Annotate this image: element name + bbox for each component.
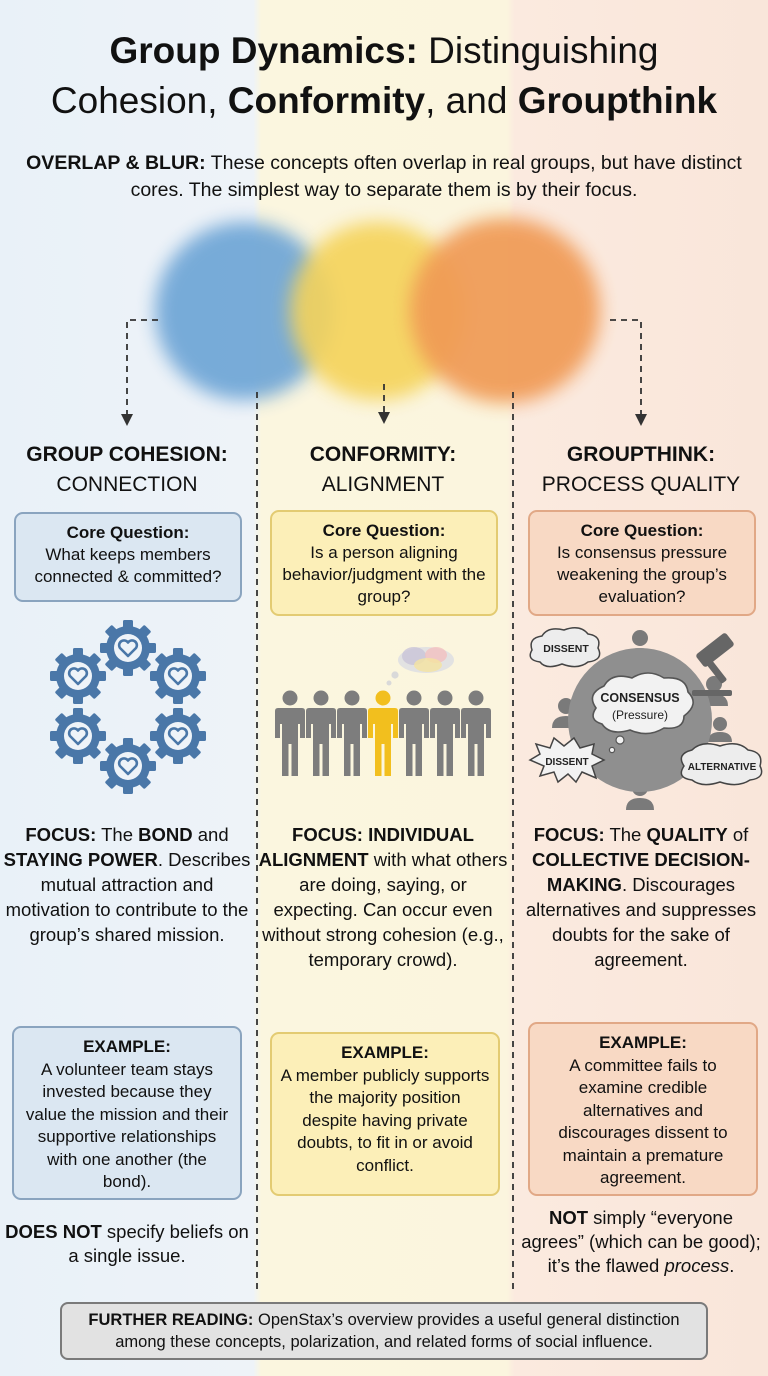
focus-text: FOCUS: The BOND and STAYING POWER. Descr… <box>2 822 252 947</box>
title-cohesion: Cohesion, <box>50 80 228 121</box>
example-label: EXAMPLE: <box>341 1043 429 1062</box>
gears-with-hearts-icon <box>48 620 208 796</box>
core-question-label: Core Question: <box>580 521 704 540</box>
heading-title: CONFORMITY: <box>309 443 457 466</box>
note-text-2: DOES NOT <box>5 1221 102 1242</box>
groupthink-blur-circle <box>410 218 600 403</box>
heading-title: GROUPTHINK: <box>566 443 716 466</box>
focus-text-19: . Discourages alternatives and suppresse… <box>525 874 757 970</box>
people-row-icon <box>275 647 491 776</box>
note-text: DOES NOT specify beliefs on a single iss… <box>2 1220 252 1268</box>
further-reading-label: FURTHER READING: <box>88 1311 254 1329</box>
focus-text-16: QUALITY <box>646 824 728 845</box>
heading-title: GROUP COHESION: <box>26 443 228 466</box>
title-bold: Group Dynamics: <box>109 30 418 71</box>
column-groupthink: GROUPTHINK: PROCESS QUALITY Core Questio… <box>516 440 766 1276</box>
dissent-burst-bottom: DISSENT <box>528 736 606 784</box>
note-text-4: NOT <box>548 1207 589 1228</box>
aligning-person-icon <box>368 690 398 776</box>
core-question-text: What keeps members connected & committed… <box>34 545 222 586</box>
focus-text-18: COLLECTIVE DECISION-MAKING <box>532 849 750 895</box>
example-label: EXAMPLE: <box>83 1037 171 1056</box>
example-label: EXAMPLE: <box>599 1033 687 1052</box>
core-question-box: Core Question: What keeps members connec… <box>14 512 242 602</box>
focus-text-4: BOND <box>138 824 193 845</box>
title-groupthink: Groupthink <box>517 80 718 121</box>
example-box: EXAMPLE: A member publicly supports the … <box>270 1032 500 1196</box>
dissent-label-2: DISSENT <box>545 757 588 768</box>
title-conformity: Conformity <box>227 80 426 121</box>
intro-text: OVERLAP & BLUR: These concepts often ove… <box>20 150 748 204</box>
note-text-5: simply “everyone agrees” (which can be g… <box>521 1207 761 1276</box>
consensus-cloud: CONSENSUS (Pressure) <box>591 672 694 754</box>
column-heading: GROUP COHESION: CONNECTION <box>2 440 252 500</box>
alternative-bubble: ALTERNATIVE <box>680 743 763 786</box>
gavel-icon <box>692 633 734 696</box>
column-conformity: CONFORMITY: ALIGNMENT Core Question: Is … <box>258 440 508 1196</box>
column-cohesion: GROUP COHESION: CONNECTION Core Question… <box>2 440 252 1266</box>
core-question-label: Core Question: <box>66 523 190 542</box>
note-text: NOT simply “everyone agrees” (which can … <box>516 1206 766 1278</box>
core-question-label: Core Question: <box>322 521 446 540</box>
focus-text-9: FOCUS: <box>292 824 363 845</box>
note-text-3: specify beliefs on a single issue. <box>68 1221 249 1266</box>
left-arrow-line <box>126 319 158 414</box>
example-box: EXAMPLE: A volunteer team stays invested… <box>12 1026 242 1200</box>
note-text-6: process <box>664 1255 730 1276</box>
further-reading-box: FURTHER READING: OpenStax’s overview pro… <box>60 1302 708 1360</box>
connector-lines <box>121 319 647 1290</box>
focus-text-12: with what others are doing, saying, or e… <box>262 849 508 970</box>
note-text-7: . <box>729 1255 735 1276</box>
example-text: A member publicly supports the majority … <box>280 1065 490 1175</box>
core-question-text: Is consensus pressure weakening the grou… <box>556 543 728 606</box>
example-box: EXAMPLE: A committee fails to examine cr… <box>528 1022 758 1196</box>
heading-subtitle: PROCESS QUALITY <box>541 473 741 496</box>
heading-subtitle: ALIGNMENT <box>321 473 445 496</box>
focus-text-7: . Describes mutual attraction and motiva… <box>5 849 251 945</box>
alternative-label: ALTERNATIVE <box>688 762 757 773</box>
page-title: Group Dynamics: Distinguishing Cohesion,… <box>0 26 768 126</box>
title-rest: Distinguishing <box>417 30 659 71</box>
focus-text-6: STAYING POWER <box>3 849 158 870</box>
core-question-box: Core Question: Is a person aligning beha… <box>270 510 498 616</box>
core-question-text: Is a person aligning behavior/judgment w… <box>282 543 486 606</box>
focus-text-17: of <box>727 824 749 845</box>
example-text: A committee fails to examine credible al… <box>558 1055 728 1188</box>
focus-text-3: The <box>96 824 139 845</box>
heading-subtitle: CONNECTION <box>56 473 198 496</box>
focus-text-15: The <box>604 824 647 845</box>
pressure-label: (Pressure) <box>612 708 668 722</box>
intro-lead: OVERLAP & BLUR: <box>26 152 206 174</box>
focus-text-11: INDIVIDUAL ALIGNMENT <box>258 824 474 870</box>
focus-text-14: FOCUS: <box>533 824 605 845</box>
dissent-label: DISSENT <box>543 643 589 655</box>
focus-text-5: and <box>192 824 229 845</box>
middle-arrowhead <box>378 412 390 424</box>
column-heading: GROUPTHINK: PROCESS QUALITY <box>516 440 766 500</box>
title-and: , and <box>425 80 518 121</box>
consensus-pressure-icon: CONSENSUS (Pressure) DISSENT DISSENT ALT… <box>528 627 763 810</box>
left-arrowhead <box>121 414 133 426</box>
thought-cloud-icon <box>386 647 454 686</box>
example-text: A volunteer team stays invested because … <box>25 1059 229 1192</box>
right-arrowhead <box>635 414 647 426</box>
dissent-bubble-top: DISSENT <box>529 627 601 668</box>
column-heading: CONFORMITY: ALIGNMENT <box>258 440 508 500</box>
right-arrow-line <box>610 319 642 414</box>
core-question-box: Core Question: Is consensus pressure wea… <box>528 510 756 616</box>
intro-body: These concepts often overlap in real gro… <box>130 152 742 201</box>
consensus-label: CONSENSUS <box>600 691 679 705</box>
focus-text: FOCUS: INDIVIDUAL ALIGNMENT with what ot… <box>258 822 508 972</box>
focus-text: FOCUS: The QUALITY of COLLECTIVE DECISIO… <box>516 822 766 972</box>
further-reading-text: OpenStax’s overview provides a useful ge… <box>115 1311 680 1351</box>
focus-text-2: FOCUS: <box>25 824 97 845</box>
